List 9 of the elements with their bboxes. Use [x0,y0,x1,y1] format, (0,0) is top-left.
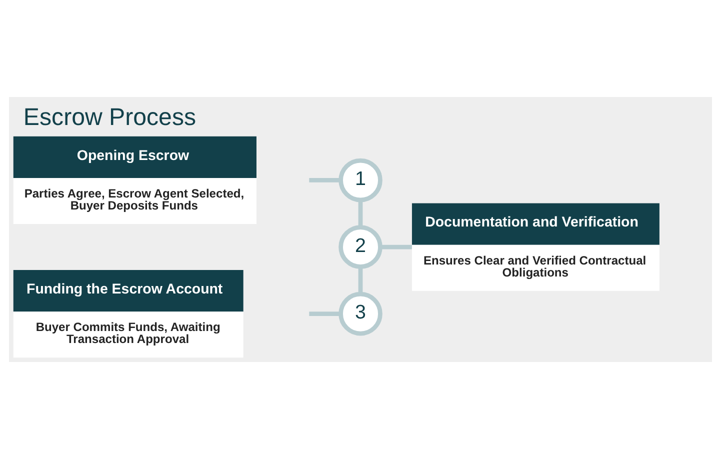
connector [308,312,340,316]
node-circle: 1 [338,158,382,202]
connector [380,244,412,250]
diagram-title: Escrow Process [22,104,196,132]
node-circle: 2 [338,225,382,269]
node-circle: 3 [338,292,382,336]
connector [358,200,362,228]
connector [308,178,340,182]
connector [358,266,362,294]
